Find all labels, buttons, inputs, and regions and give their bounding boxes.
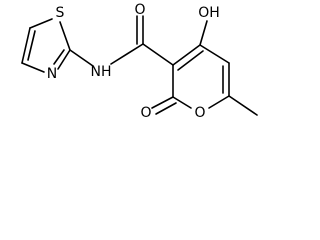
atom-label-o-ring: O [194,105,205,121]
amide-linkage [69,15,174,67]
bond-c2-o-exo [151,96,174,109]
bond-c2-n3-double [53,49,65,65]
atom-label-s: S [56,5,65,21]
bond-n3-c4 [21,62,45,73]
atom-label-oh: OH [198,5,220,21]
bond-nh-carbonyl-c [110,43,144,65]
atom-label-o-carbonyl: O [134,2,145,18]
bond-c3-c4-double [177,50,204,71]
atom-labels: S N NH O OH O O [47,2,220,121]
bond-c4-c5-double [27,30,36,61]
atom-label-nh: NH [91,64,112,80]
bond-c4-c5 [21,27,31,64]
bond-s1-c2 [59,21,71,51]
bond-o1-c2 [172,96,192,109]
bond-c5-s1 [29,18,53,29]
bond-carbonyl-c-ring [142,43,174,66]
bond-c2-n3 [57,49,71,70]
atom-label-n-thiazole: N [47,66,57,82]
chemical-structure: S N NH O OH O O [21,2,258,121]
bond-c4-c5 [199,44,230,64]
pyranone-ring [151,20,258,116]
bond-c2-nh [69,49,94,67]
bond-c3-c4 [172,44,201,66]
bond-c2-o-exo-double [155,102,177,115]
bond-c6-methyl [228,95,258,116]
bond-c4-oh [199,20,208,46]
atom-label-o-lactone: O [140,105,151,121]
thiazole-ring [21,18,71,73]
bond-c6-o1 [208,95,230,109]
